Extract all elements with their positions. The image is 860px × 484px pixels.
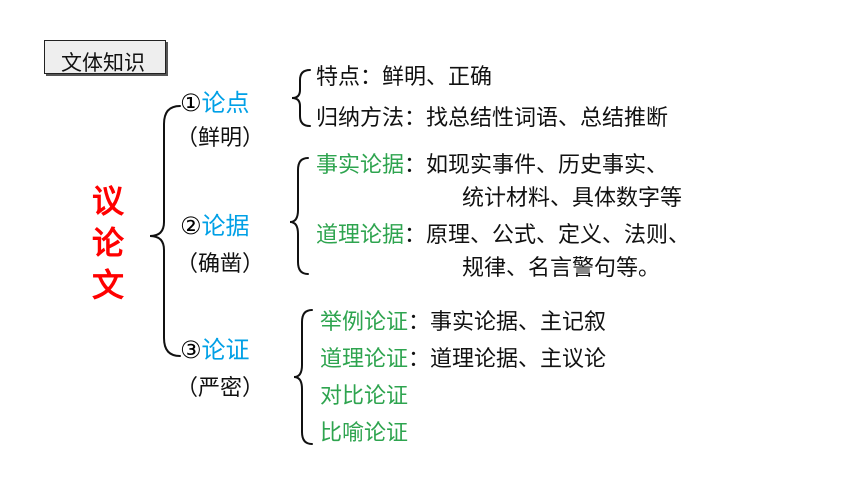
branch-1-heading: ①论点 bbox=[180, 91, 250, 115]
item-label: 特点： bbox=[316, 65, 383, 90]
branch-3-item-4: 比喻论证 bbox=[320, 423, 408, 445]
item-sep: ： bbox=[404, 153, 427, 178]
branch-1-paren: （鲜明） bbox=[176, 126, 265, 151]
main-brace bbox=[149, 105, 181, 357]
item-label: 举例论证 bbox=[320, 310, 409, 335]
branch-1-label: 论点 bbox=[201, 89, 250, 117]
branch-3-number: ③ bbox=[180, 336, 202, 364]
item-text: 找总结性词语、总结推断 bbox=[426, 106, 669, 131]
branch-2-item-1-cont: 统计材料、具体数字等 bbox=[462, 186, 683, 211]
branch-3-item-2: 道理论证：道理论据、主议论 bbox=[320, 349, 606, 371]
main-topic-char: 论 bbox=[91, 224, 124, 262]
item-text: 原理、公式、定义、法则、 bbox=[426, 223, 691, 248]
branch-2-label: 论据 bbox=[201, 212, 250, 240]
item-text: 鲜明、正确 bbox=[382, 65, 493, 90]
main-topic-char: 文 bbox=[91, 266, 124, 304]
branch-2-number: ② bbox=[180, 212, 202, 240]
branch-2-item-2-cont: 规律、名言警句等。 bbox=[462, 256, 661, 281]
item-sep: ： bbox=[408, 310, 431, 335]
main-topic: 议 论 文 bbox=[90, 180, 126, 306]
item-label: 事实论据 bbox=[316, 153, 405, 178]
branch-3-paren: （严密） bbox=[176, 376, 265, 401]
branch-3-item-1: 举例论证：事实论据、主记叙 bbox=[320, 312, 606, 334]
branch-3-label: 论证 bbox=[201, 336, 250, 364]
item-text: 道理论据、主议论 bbox=[430, 347, 607, 372]
branch-2-item-2: 道理论据：原理、公式、定义、法则、 bbox=[316, 225, 690, 247]
item-label: 道理论证 bbox=[320, 347, 409, 372]
item-label: 道理论据 bbox=[316, 223, 405, 248]
item-sep: ： bbox=[404, 223, 427, 248]
item-text: 事实论据、主记叙 bbox=[430, 310, 607, 335]
main-topic-char: 议 bbox=[91, 182, 124, 220]
branch-2-heading: ②论据 bbox=[180, 214, 250, 238]
branch-3-item-3: 对比论证 bbox=[320, 386, 408, 408]
brace-2 bbox=[289, 157, 309, 275]
item-label: 对比论证 bbox=[320, 384, 409, 409]
item-text: 如现实事件、历史事实、 bbox=[426, 153, 669, 178]
branch-2-paren: （确凿） bbox=[176, 252, 265, 277]
branch-1-item-2: 归纳方法：找总结性词语、总结推断 bbox=[316, 108, 668, 130]
branch-1-number: ① bbox=[180, 89, 202, 117]
branch-3-heading: ③论证 bbox=[180, 338, 250, 362]
item-sep: ： bbox=[408, 347, 431, 372]
item-label: 比喻论证 bbox=[320, 421, 409, 446]
section-title: 文体知识 bbox=[61, 51, 145, 75]
section-title-box: 文体知识 bbox=[44, 40, 166, 75]
branch-2-item-1: 事实论据：如现实事件、历史事实、 bbox=[316, 155, 668, 177]
branch-1-item-1: 特点：鲜明、正确 bbox=[316, 67, 492, 89]
brace-1 bbox=[291, 69, 311, 127]
item-label: 归纳方法： bbox=[316, 106, 427, 131]
brace-3 bbox=[293, 309, 313, 445]
